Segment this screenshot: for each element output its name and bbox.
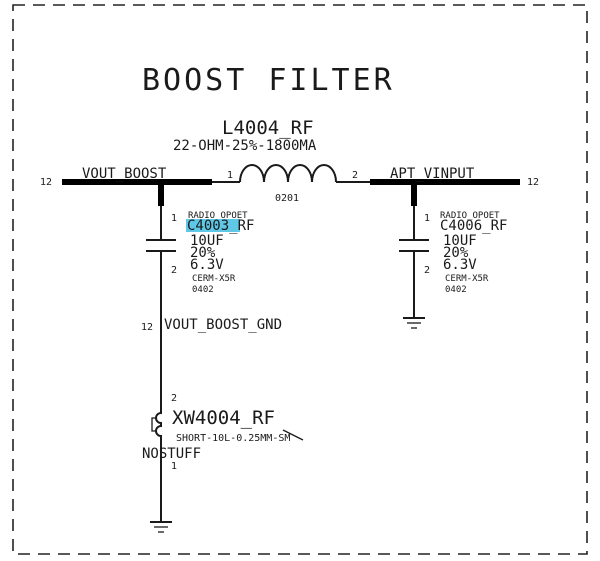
- cap-right-value: 10UF: [443, 233, 477, 249]
- inductor-value: 22-OHM-25%-1800MA: [173, 138, 317, 154]
- cap-left-group: RADIO_OPOET: [188, 211, 248, 221]
- inductor-ref[interactable]: L4004_RF: [222, 117, 314, 139]
- cap-right-group: RADIO_OPOET: [440, 211, 500, 221]
- cap-right-voltage: 6.3V: [443, 257, 477, 273]
- cap-right-ref[interactable]: C4006_RF: [440, 218, 507, 234]
- cap-right-tolerance: 20%: [443, 245, 469, 261]
- short-jumper: [151, 417, 156, 432]
- net-vout-boost-page: 12: [40, 177, 52, 188]
- cap-left-ref-highlight: [186, 219, 240, 232]
- sheet-frame: [12, 4, 588, 555]
- inductor-package: 0201: [275, 193, 299, 204]
- short-pin1: 1: [171, 461, 177, 472]
- net-apt-vinput-page: 12: [527, 177, 539, 188]
- cap-left-pin1: 1: [171, 213, 177, 224]
- net-apt-vinput-name[interactable]: APT_VINPUT: [390, 166, 475, 182]
- net-vout-boost-name[interactable]: VOUT_BOOST: [82, 166, 167, 182]
- inductor-pin1: 1: [227, 170, 233, 181]
- short-option: NOSTUFF: [142, 446, 201, 462]
- net-vout-boost-gnd-name[interactable]: VOUT_BOOST_GND: [164, 317, 282, 333]
- inductor-pin2: 2: [352, 170, 358, 181]
- short-pin2: 2: [171, 393, 177, 404]
- cap-right-pin2: 2: [424, 265, 430, 276]
- short-symbol[interactable]: [155, 411, 162, 440]
- cap-right-package: 0402: [445, 285, 467, 295]
- ground-symbol-right: [403, 317, 425, 329]
- block-title: BOOST FILTER: [142, 63, 395, 98]
- inductor-coil[interactable]: [239, 164, 337, 183]
- cap-left-package: 0402: [192, 285, 214, 295]
- short-ref[interactable]: XW4004_RF: [172, 407, 275, 429]
- net-vout-boost-gnd-page: 12: [141, 322, 153, 333]
- cap-right-dielectric: CERM-X5R: [445, 274, 489, 284]
- cap-left-ref[interactable]: C4003_RF: [187, 218, 254, 234]
- cap-left-voltage: 6.3V: [190, 257, 224, 273]
- cap-left-dielectric: CERM-X5R: [192, 274, 236, 284]
- short-value: SHORT-10L-0.25MM-SM: [176, 433, 290, 444]
- cap-left-pin2: 2: [171, 265, 177, 276]
- cap-right-pin1: 1: [424, 213, 430, 224]
- cap-left-value: 10UF: [190, 233, 224, 249]
- short-value-strike: [282, 429, 304, 441]
- cap-left-tolerance: 20%: [190, 245, 216, 261]
- ground-symbol-bottom: [150, 521, 172, 533]
